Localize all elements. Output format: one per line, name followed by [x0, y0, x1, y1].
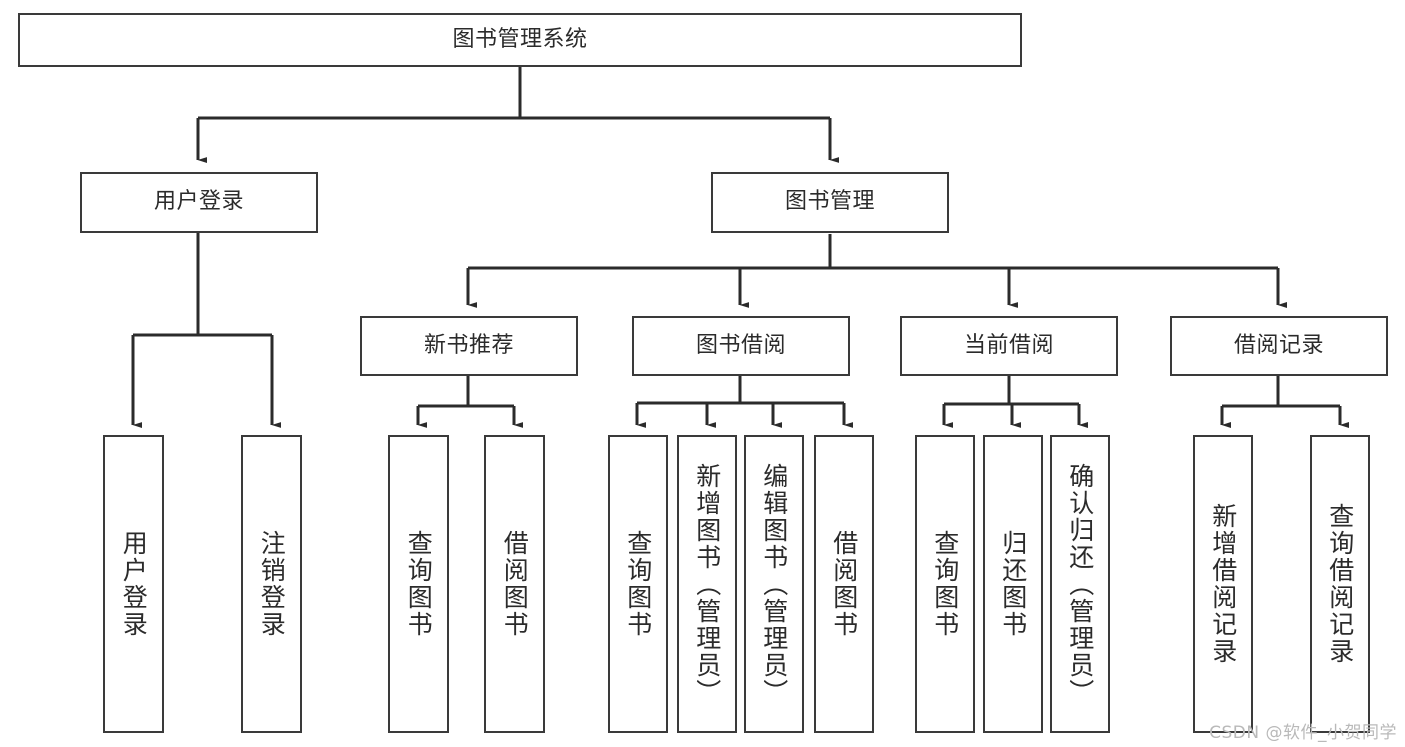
node-book-borrow[interactable]: 图书借阅 [632, 316, 850, 376]
leaf-query-book-current[interactable]: 查询图书 [915, 435, 975, 733]
node-borrow-record[interactable]: 借阅记录 [1170, 316, 1388, 376]
leaf-borrow-book-recommend[interactable]: 借阅图书 [484, 435, 545, 733]
node-new-book-recommend[interactable]: 新书推荐 [360, 316, 578, 376]
leaf-query-book-recommend[interactable]: 查询图书 [388, 435, 449, 733]
leaf-query-book-borrow[interactable]: 查询图书 [608, 435, 668, 733]
leaf-return-book[interactable]: 归还图书 [983, 435, 1043, 733]
leaf-borrow-book-borrow[interactable]: 借阅图书 [814, 435, 874, 733]
leaf-add-book-admin[interactable]: 新增图书（管理员） [677, 435, 737, 733]
node-user-login[interactable]: 用户登录 [80, 172, 318, 233]
watermark-credit: CSDN @软件_小贺同学 [1209, 723, 1397, 743]
leaf-confirm-return-admin[interactable]: 确认归还（管理员） [1050, 435, 1110, 733]
leaf-user-logout[interactable]: 注销登录 [241, 435, 302, 733]
leaf-edit-book-admin[interactable]: 编辑图书（管理员） [744, 435, 804, 733]
node-root-system[interactable]: 图书管理系统 [18, 13, 1022, 67]
leaf-add-borrow-record[interactable]: 新增借阅记录 [1193, 435, 1253, 733]
leaf-query-borrow-record[interactable]: 查询借阅记录 [1310, 435, 1370, 733]
leaf-user-login[interactable]: 用户登录 [103, 435, 164, 733]
node-current-borrow[interactable]: 当前借阅 [900, 316, 1118, 376]
node-book-manage[interactable]: 图书管理 [711, 172, 949, 233]
